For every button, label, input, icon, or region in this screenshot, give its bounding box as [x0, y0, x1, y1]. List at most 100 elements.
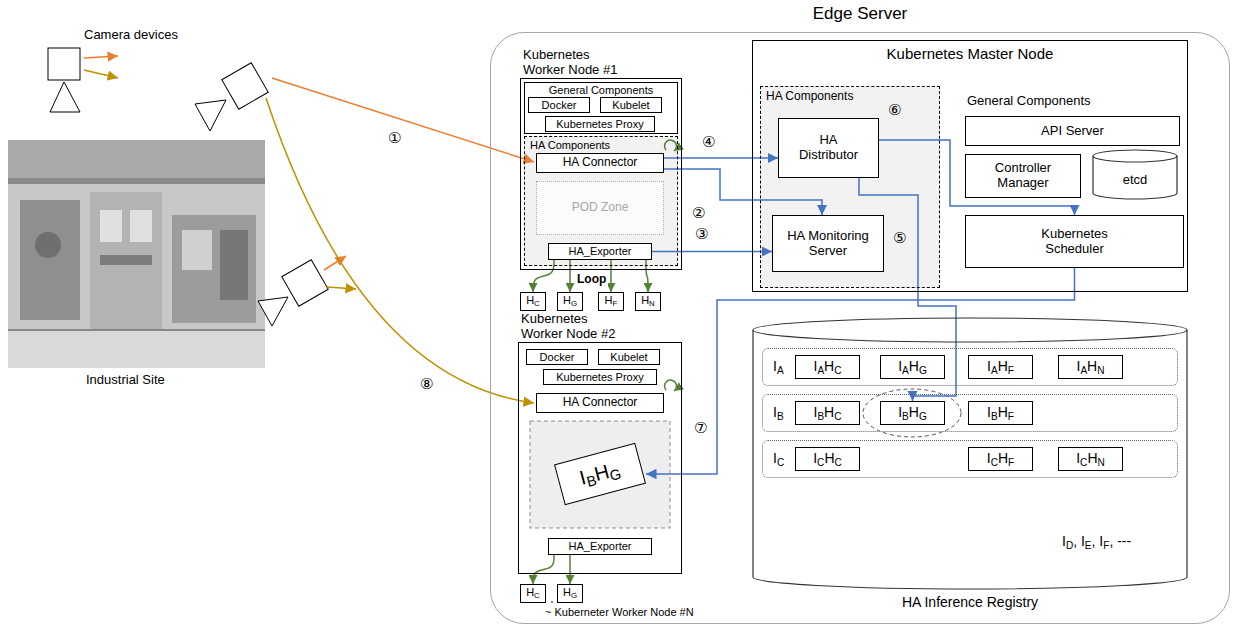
node-text: IBHG — [577, 457, 623, 491]
cylinder-top — [1093, 150, 1177, 162]
ha-connector-box: HA Connector — [536, 393, 664, 413]
node-text: HA Monitoring Server — [783, 229, 873, 258]
letter: H — [998, 404, 1008, 420]
letter: I — [987, 404, 991, 420]
inference-image-box: IAHC — [795, 355, 860, 379]
group-fill — [524, 136, 678, 266]
hardware-box: HC — [520, 292, 546, 311]
letter: H — [909, 404, 919, 420]
callout-number: ③ — [695, 226, 708, 243]
label-anchor: ⑤ — [893, 230, 906, 247]
hardware-box: HG — [557, 292, 583, 311]
inference-image-box: IBHC — [795, 401, 860, 425]
node-text: HA_Exporter — [569, 245, 632, 257]
letter: H — [1087, 358, 1097, 374]
subscript-letter: C — [817, 456, 824, 467]
node-heading: Kubernetes Worker Node #1 — [523, 47, 627, 77]
node-text: Kubelet — [610, 351, 647, 363]
caption-label: Industrial Site — [86, 373, 165, 388]
node-text: POD Zone — [572, 201, 629, 214]
node-heading: HA Inference Registry — [752, 594, 1188, 610]
subscript-letter: A — [817, 364, 824, 375]
node-text: HG — [563, 294, 577, 309]
component-box: Docker — [526, 349, 588, 365]
subscript-letter: F — [613, 299, 618, 308]
node-heading: Kubernetes Master Node — [753, 41, 1187, 62]
component-box: API Server — [965, 116, 1180, 146]
ha-distributor-box: HA Distributor — [778, 118, 879, 178]
node-heading: IA — [773, 358, 784, 376]
subscript-letter: N — [649, 299, 655, 308]
subscript-letter: N — [1098, 456, 1105, 467]
node-text: Kubernetes Proxy — [556, 118, 643, 130]
letter: H — [641, 294, 649, 306]
label-anchor: ID, IE, IF, --- — [1062, 533, 1131, 551]
node-text: ICHN — [1076, 451, 1105, 468]
node-text: etcd — [1123, 173, 1148, 188]
letter: I — [813, 404, 817, 420]
label-anchor: General Components — [967, 94, 1091, 109]
letter: I — [987, 358, 991, 374]
subscript-letter: F — [1103, 540, 1109, 551]
node-text: HA Connector — [563, 396, 638, 409]
inference-image-box: IAHF — [968, 355, 1033, 379]
letter: H — [909, 358, 919, 374]
node-text: IBHG — [898, 405, 927, 422]
letter: - — [1122, 533, 1127, 549]
letter: , — [1092, 533, 1096, 549]
pod-zone: POD Zone — [536, 181, 664, 235]
registry-note: ID, IE, IF, --- — [1062, 533, 1131, 551]
registry-row: IAIAHCIAHGIAHFIAHN — [762, 348, 1178, 386]
label-anchor: Industrial Site — [86, 373, 165, 388]
letter: H — [824, 404, 834, 420]
label-anchor: ⑦ — [694, 420, 707, 437]
letter: H — [1087, 450, 1097, 466]
ha-group: HA Components HA ConnectorPOD ZoneHA_Expo… — [524, 136, 678, 266]
loop-arrow — [569, 260, 571, 292]
ha-connector-box: HA Connector — [536, 153, 664, 173]
letter: I — [773, 450, 777, 466]
letter — [1095, 533, 1099, 549]
node-range-label: ~ Kuberneter Worker Node #N — [545, 606, 694, 619]
flow-arrow — [646, 268, 1074, 474]
registry-row: ICICHCICHFICHN — [762, 440, 1178, 478]
letter: H — [998, 358, 1008, 374]
letter: I — [1076, 450, 1080, 466]
subscript-letter: E — [1085, 540, 1092, 551]
component-box: Controller Manager — [965, 154, 1081, 198]
group-fill — [760, 86, 940, 288]
monitoring-server-box: HA Monitoring Server — [772, 215, 884, 272]
component-box: Kubernetes Proxy — [545, 116, 655, 132]
video-stream-arrow — [266, 98, 534, 403]
etcd-cylinder: etcd — [1092, 150, 1178, 200]
video-stream-arrow — [272, 78, 534, 162]
inference-image-box: ICHF — [968, 447, 1033, 471]
master-node-box: Kubernetes Master NodeHA ComponentsHA Di… — [752, 40, 1188, 292]
callout-number: ⑧ — [420, 376, 433, 393]
letter: H — [605, 294, 613, 306]
continuation-tick — [552, 601, 553, 605]
letter: I — [1062, 533, 1066, 549]
letter: , — [1109, 533, 1113, 549]
loop-arrow — [569, 555, 571, 584]
subscript-letter: B — [991, 410, 998, 421]
label-anchor: ① — [388, 130, 401, 147]
subscript-letter: G — [571, 591, 577, 600]
letter: I — [813, 450, 817, 466]
label-anchor: ⑥ — [888, 102, 901, 119]
node-text: HN — [641, 294, 655, 309]
callout-number: ⑥ — [888, 102, 901, 119]
camera-icon — [258, 256, 356, 326]
node-text: Controller Manager — [970, 161, 1076, 190]
letter: H — [998, 450, 1008, 466]
node-text: Kubernetes Proxy — [556, 371, 643, 383]
node-heading: HA Components — [525, 137, 677, 151]
scheduler-box: Kubernetes Scheduler — [965, 215, 1184, 268]
letter: H — [526, 294, 534, 306]
node-text: Docker — [542, 99, 577, 111]
label-anchor: ⑧ — [420, 376, 433, 393]
letter: I — [898, 358, 902, 374]
letter: - — [1127, 533, 1132, 549]
self-loop-arrow — [665, 140, 677, 151]
loop-arrow — [533, 260, 554, 292]
